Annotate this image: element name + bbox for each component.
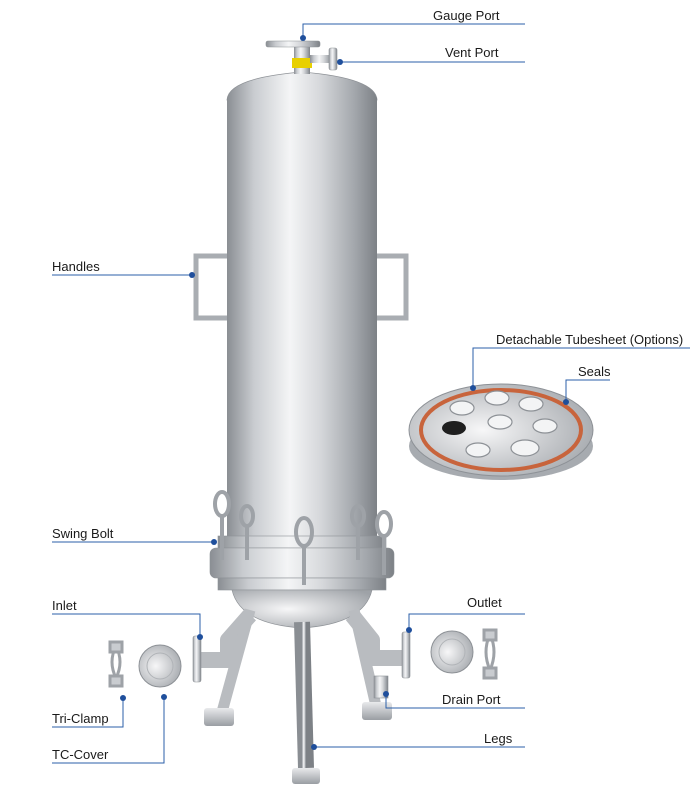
label-tc-cover: TC-Cover bbox=[52, 747, 109, 762]
label-gauge-port: Gauge Port bbox=[433, 8, 500, 23]
label-seals: Seals bbox=[578, 364, 611, 379]
vent-port-flange bbox=[328, 47, 338, 71]
label-detachable-tubesheet: Detachable Tubesheet (Options) bbox=[496, 332, 684, 347]
leader-tri-clamp bbox=[52, 698, 124, 728]
label-drain-port: Drain Port bbox=[442, 692, 501, 707]
label-inlet: Inlet bbox=[52, 598, 77, 613]
leader-dots bbox=[120, 35, 569, 750]
leg-center-foot bbox=[292, 768, 320, 784]
leg-right-foot bbox=[362, 702, 392, 720]
tc-cover-right bbox=[430, 630, 474, 674]
leader-tubesheet bbox=[472, 347, 690, 388]
leader-gauge-port bbox=[302, 23, 525, 38]
gauge-yellow-band bbox=[292, 58, 312, 68]
vent-port bbox=[310, 55, 332, 63]
tubesheet bbox=[408, 383, 594, 480]
inlet-pipe bbox=[200, 609, 257, 668]
vessel-body bbox=[227, 98, 377, 536]
leg-left bbox=[216, 608, 256, 714]
label-vent-port: Vent Port bbox=[445, 45, 499, 60]
top-dome bbox=[226, 71, 378, 101]
left-handle bbox=[193, 253, 227, 321]
right-handle bbox=[377, 253, 409, 321]
gauge-port-top bbox=[265, 40, 321, 48]
tri-clamp-left bbox=[108, 640, 124, 688]
label-outlet: Outlet bbox=[467, 595, 502, 610]
tri-clamp-right bbox=[482, 628, 498, 680]
leg-center bbox=[294, 621, 314, 769]
leader-outlet bbox=[408, 613, 525, 630]
swing-bolts bbox=[213, 490, 393, 585]
outlet-flange bbox=[401, 631, 411, 679]
leg-left-foot bbox=[204, 708, 234, 726]
seal-ring bbox=[419, 388, 583, 472]
leg-right bbox=[348, 608, 382, 708]
leader-inlet bbox=[52, 613, 201, 637]
leader-tc-cover bbox=[52, 697, 165, 764]
leader-drain-port bbox=[385, 694, 525, 709]
label-tri-clamp: Tri-Clamp bbox=[52, 711, 109, 726]
tc-cover-left bbox=[138, 644, 182, 688]
label-handles: Handles bbox=[52, 259, 100, 274]
vessel bbox=[192, 40, 411, 784]
inlet-flange bbox=[192, 635, 202, 683]
label-swing-bolt: Swing Bolt bbox=[52, 526, 114, 541]
leader-seals bbox=[565, 379, 610, 402]
leader-lines bbox=[52, 23, 690, 764]
label-legs: Legs bbox=[484, 731, 513, 746]
